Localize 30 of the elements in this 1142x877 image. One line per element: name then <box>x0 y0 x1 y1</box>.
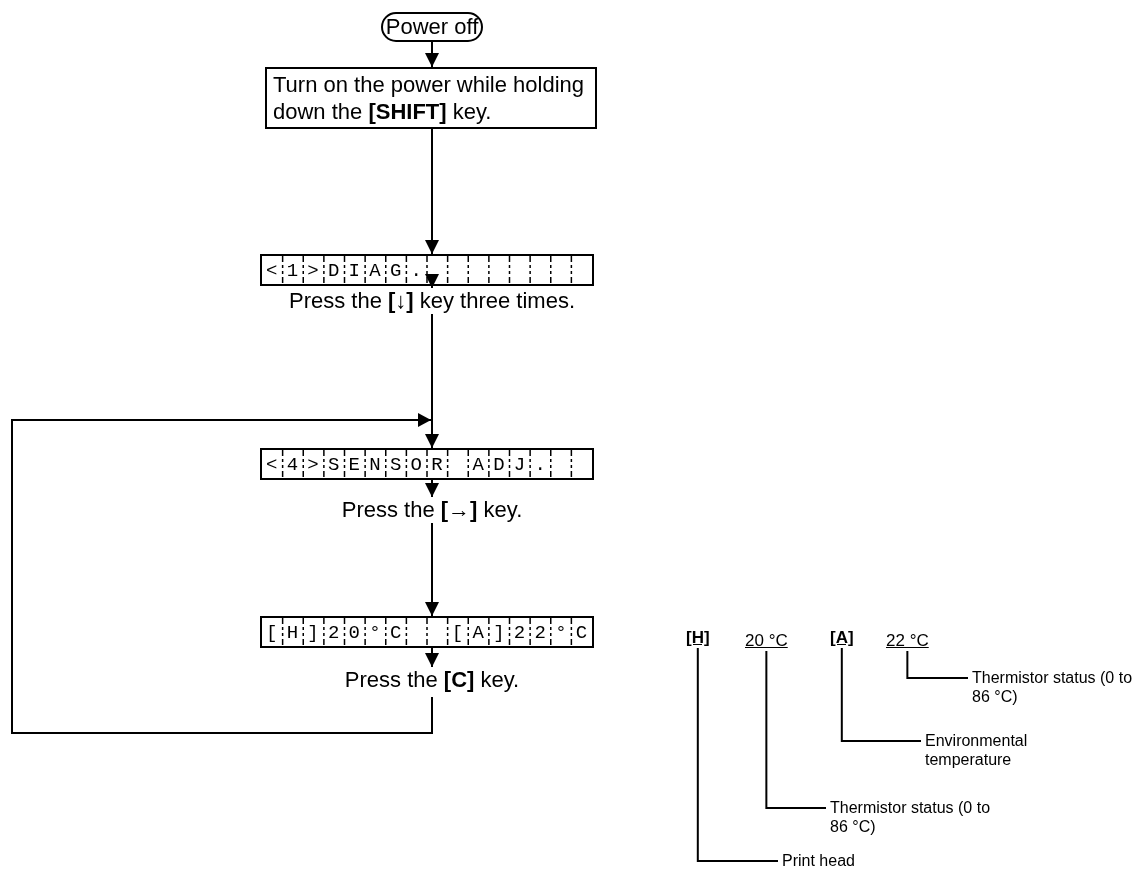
annotation-text: Thermistor status (0 to 86 °C) <box>972 668 1142 706</box>
leader-line <box>906 650 969 679</box>
leader-line <box>765 650 827 809</box>
display-text: [H]20°C [A]22°C <box>266 621 597 645</box>
display-code: 20 °C <box>745 631 788 651</box>
arrow <box>425 522 439 617</box>
arrow <box>425 479 439 498</box>
loop-arrow <box>11 413 433 734</box>
process-box: Turn on the power while holding down the [SHIFT] key. <box>265 67 597 129</box>
annotation-text: Environmental temperature <box>925 731 1065 769</box>
instruction-text: Press the [↓] key three times. <box>182 288 682 314</box>
arrow <box>425 41 439 68</box>
lcd-display <box>260 448 594 480</box>
leader-line <box>696 647 779 862</box>
lcd-display <box>260 616 594 648</box>
annotation-text: Print head <box>782 851 902 870</box>
display-code: [A] <box>830 628 854 648</box>
display-code: 22 °C <box>886 631 929 651</box>
lcd-display <box>260 254 594 286</box>
annotation-text: Thermistor status (0 to 86 °C) <box>830 798 1000 836</box>
arrow <box>425 274 439 289</box>
arrow <box>425 647 439 668</box>
terminal-box: Power off <box>381 12 483 42</box>
leader-line <box>840 647 922 742</box>
instruction-text: Press the [C] key. <box>182 667 682 693</box>
display-text: <1>DIAG. <box>266 259 432 283</box>
display-code: [H] <box>686 628 710 648</box>
arrow <box>425 128 439 255</box>
display-text: <4>SENSOR ADJ. <box>266 453 556 477</box>
instruction-text: Press the [→] key. <box>182 497 682 523</box>
